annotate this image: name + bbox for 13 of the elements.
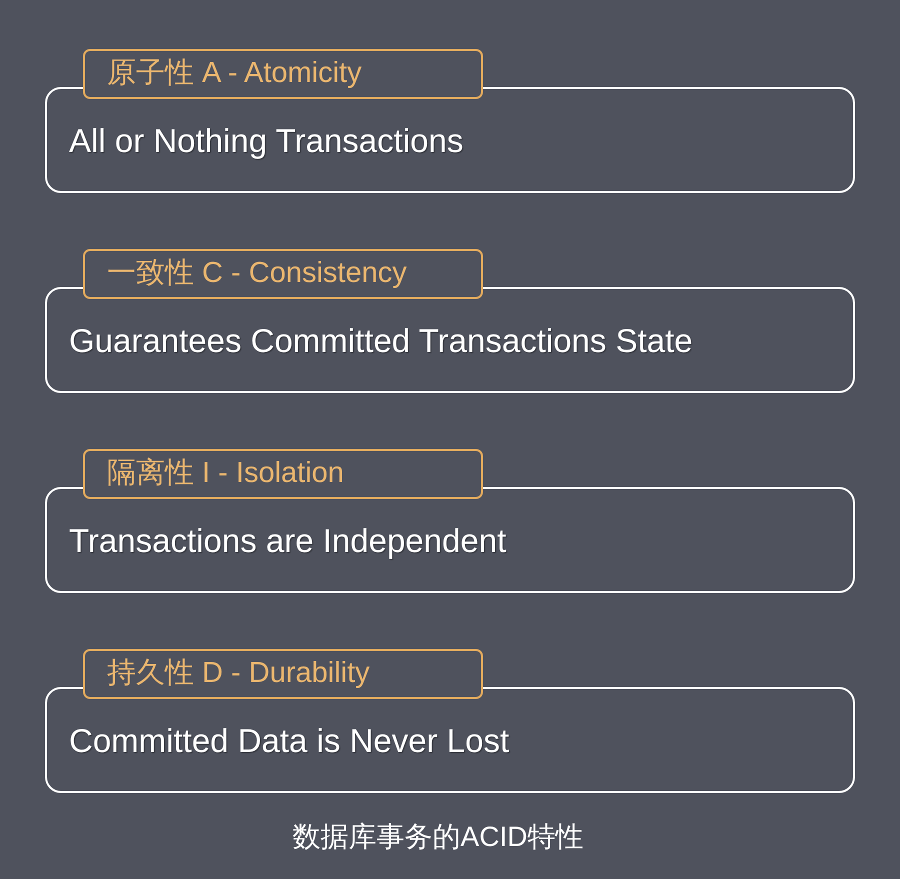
section-heading: 一致性 C - Consistency (83, 249, 483, 299)
card-text: Committed Data is Never Lost (69, 721, 510, 761)
card (45, 249, 855, 393)
card-text: Transactions are Independent (69, 521, 506, 561)
caption: 数据库事务的ACID特性 (292, 820, 584, 854)
card-text: All or Nothing Transactions (69, 121, 464, 161)
section-heading: 持久性 D - Durability (83, 649, 483, 699)
card (45, 649, 855, 793)
card (45, 49, 855, 193)
card-text: Guarantees Committed Transactions State (69, 321, 693, 361)
section-heading: 隔离性 I - Isolation (83, 449, 483, 499)
card (45, 449, 855, 593)
section-heading: 原子性 A - Atomicity (83, 49, 483, 99)
